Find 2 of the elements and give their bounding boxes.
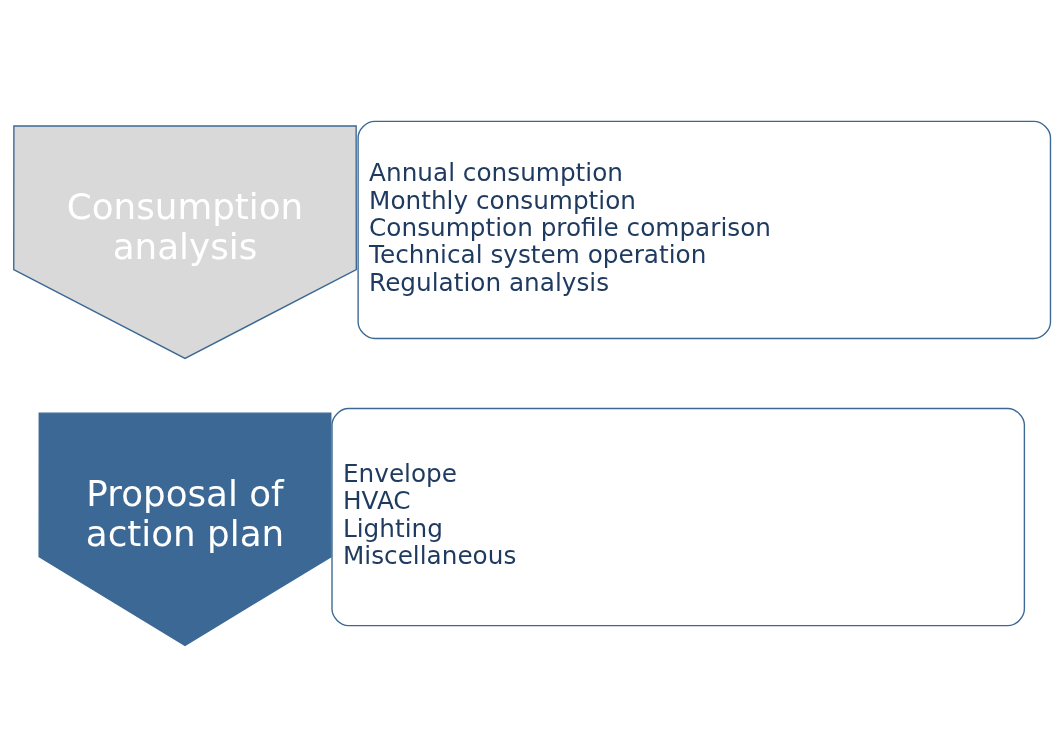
node-box: Envelope HVAC Lighting Miscellaneous (331, 407, 1026, 626)
node-box: Annual consumption Monthly consumption Consumption profile comparison Technical system operation Regulation analysis (357, 120, 1052, 339)
